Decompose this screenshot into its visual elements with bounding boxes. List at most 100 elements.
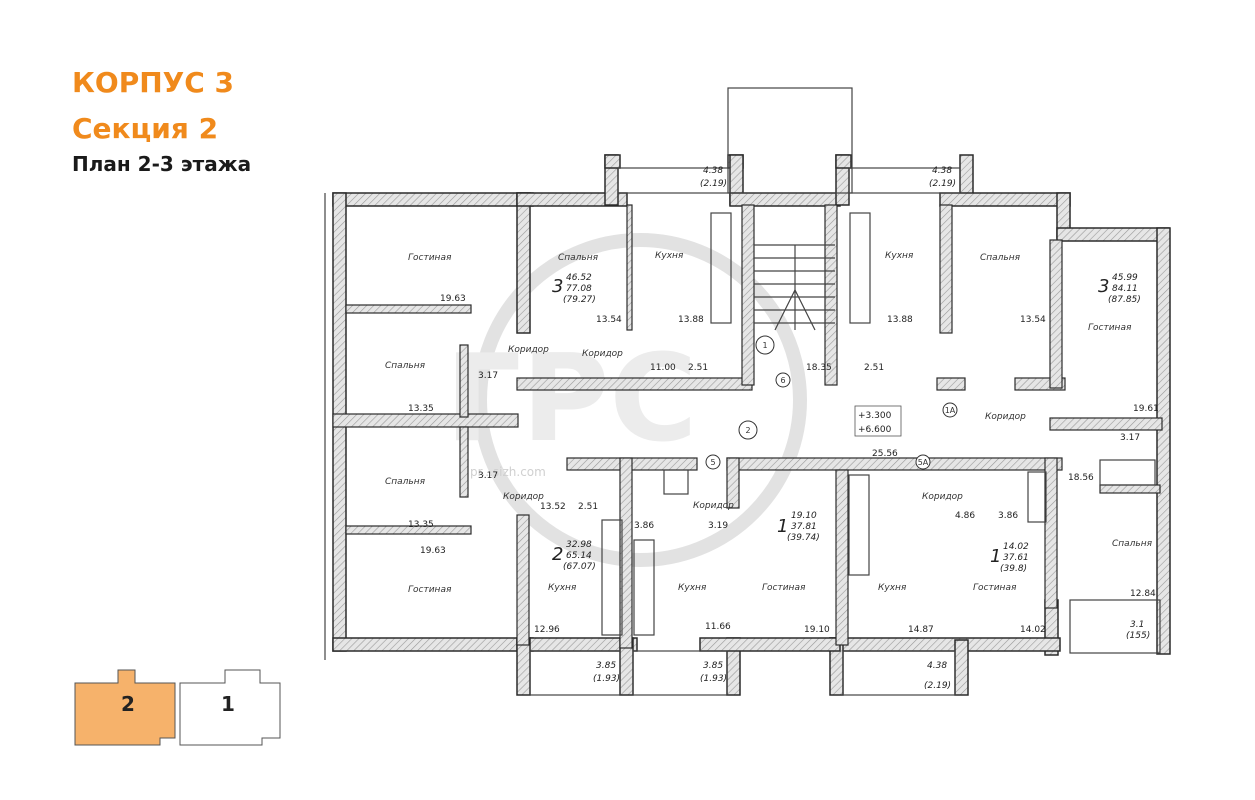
svg-text:4.38: 4.38 xyxy=(927,661,947,671)
svg-text:+3.300: +3.300 xyxy=(858,411,892,421)
apartment-3-left: 3 46.52 77.08 (79.27) xyxy=(552,273,596,305)
area-corridor-c: 13.52 xyxy=(540,502,566,512)
door-marker-6: 6 xyxy=(775,372,791,388)
svg-text:1: 1 xyxy=(990,546,1001,567)
section-1-button[interactable]: 1 xyxy=(179,669,281,746)
svg-text:+6.600: +6.600 xyxy=(858,425,892,435)
room-label-living: Гостиная xyxy=(408,585,452,595)
balcony-bottom-2: 3.85 (1.93) xyxy=(700,661,727,684)
room-label-kitchen: Кухня xyxy=(655,251,684,261)
svg-text:(67.07): (67.07) xyxy=(563,562,596,572)
svg-text:1: 1 xyxy=(777,516,788,537)
svg-text:4.38: 4.38 xyxy=(703,166,723,176)
area-living-tl: 19.63 xyxy=(440,294,466,304)
svg-text:(2.19): (2.19) xyxy=(929,179,956,189)
balcony-top-right: 4.38 (2.19) xyxy=(929,166,956,189)
stairwell xyxy=(754,244,835,331)
svg-text:65.14: 65.14 xyxy=(566,551,592,561)
room-label-kitchen: Кухня xyxy=(885,251,914,261)
svg-text:46.52: 46.52 xyxy=(566,273,592,283)
svg-text:14.02: 14.02 xyxy=(1003,542,1029,552)
room-label-kitchen: Кухня xyxy=(878,583,907,593)
room-label-corridor: Коридор xyxy=(693,501,734,511)
room-label-kitchen: Кухня xyxy=(548,583,577,593)
balcony-right: 3.1 (155) xyxy=(1126,620,1150,641)
balcony-outlines xyxy=(324,87,1161,696)
door-marker-1a: 1А xyxy=(942,402,958,418)
door-marker-5: 5 xyxy=(705,454,721,470)
area-bath-c: 2.51 xyxy=(578,502,598,512)
area-corridor-r: 18.56 xyxy=(1068,473,1094,483)
area-bath-l: 2.51 xyxy=(688,363,708,373)
apartment-2: 2 32.98 65.14 (67.07) xyxy=(552,540,596,572)
area-wc-r: 3.17 xyxy=(1120,433,1140,443)
section-title: Секция 2 xyxy=(72,112,219,145)
area-living-bl: 19.63 xyxy=(420,546,446,556)
area-kitchen-bl: 12.96 xyxy=(534,625,560,635)
room-label-living: Гостиная xyxy=(408,253,452,263)
apartment-1-right: 1 14.02 37.61 (39.8) xyxy=(990,542,1029,574)
svg-text:(39.74): (39.74) xyxy=(787,533,820,543)
svg-text:1: 1 xyxy=(762,341,767,350)
area-bedroom-r: 12.84 xyxy=(1130,589,1156,599)
svg-text:1: 1 xyxy=(221,692,235,716)
svg-text:(87.85): (87.85) xyxy=(1108,295,1141,305)
section-2-button[interactable]: 2 xyxy=(74,669,176,746)
balcony-top-left: 4.38 (2.19) xyxy=(700,166,727,189)
room-label-bedroom: Спальня xyxy=(558,253,599,263)
area-bedroom-tl: 13.54 xyxy=(596,315,622,325)
svg-text:77.08: 77.08 xyxy=(566,284,592,294)
area-wc-l2: 3.17 xyxy=(478,471,498,481)
hall-marker: 2 xyxy=(738,420,758,440)
svg-text:(1.93): (1.93) xyxy=(593,674,620,684)
door-marker-5a: 5А xyxy=(915,454,931,470)
svg-text:2: 2 xyxy=(745,426,750,435)
room-label-living: Гостиная xyxy=(973,583,1017,593)
svg-text:37.81: 37.81 xyxy=(791,522,817,532)
room-label-living: Гостиная xyxy=(1088,323,1132,333)
room-label-bedroom: Спальня xyxy=(1112,539,1153,549)
svg-text:3: 3 xyxy=(1098,276,1109,297)
balcony-bottom-3: 4.38 (2.19) xyxy=(924,661,951,691)
apartment-1-mid: 1 19.10 37.81 (39.74) xyxy=(777,511,820,543)
area-living-r: 19.61 xyxy=(1133,404,1159,414)
svg-text:37.61: 37.61 xyxy=(1003,553,1029,563)
svg-text:(1.93): (1.93) xyxy=(700,674,727,684)
area-bath-tr: 2.51 xyxy=(864,363,884,373)
svg-text:84.11: 84.11 xyxy=(1112,284,1138,294)
area-bedroom-l1: 13.35 xyxy=(408,404,434,414)
svg-text:3: 3 xyxy=(552,276,563,297)
svg-text:(2.19): (2.19) xyxy=(700,179,727,189)
room-label-corridor: Коридор xyxy=(985,412,1026,422)
area-bedroom-l2: 13.35 xyxy=(408,520,434,530)
area-stair: 18.35 xyxy=(806,363,832,373)
svg-text:pr...sizh.com: pr...sizh.com xyxy=(470,465,546,479)
svg-text:4.38: 4.38 xyxy=(932,166,952,176)
svg-text:(155): (155) xyxy=(1126,631,1150,641)
svg-text:(39.8): (39.8) xyxy=(1000,564,1027,574)
svg-text:(2.19): (2.19) xyxy=(924,681,951,691)
svg-text:32.98: 32.98 xyxy=(566,540,592,550)
area-bath-br1: 4.86 xyxy=(955,511,975,521)
svg-text:5А: 5А xyxy=(918,458,929,467)
area-wc-l1: 3.17 xyxy=(478,371,498,381)
floor-plan-title: План 2-3 этажа xyxy=(72,152,252,176)
interior-walls xyxy=(332,204,1163,649)
area-kitchen-tr: 13.88 xyxy=(887,315,913,325)
apartment-3-right: 3 45.99 84.11 (87.85) xyxy=(1098,273,1141,305)
svg-text:2: 2 xyxy=(552,544,563,565)
room-label-corridor: Коридор xyxy=(503,492,544,502)
svg-text:19.10: 19.10 xyxy=(791,511,817,521)
area-kitchen-tl: 13.88 xyxy=(678,315,704,325)
room-label-corridor: Коридор xyxy=(582,349,623,359)
room-label-living: Гостиная xyxy=(762,583,806,593)
svg-text:3.85: 3.85 xyxy=(596,661,616,671)
watermark-logo: ГРС pr...sizh.com xyxy=(445,233,807,567)
area-kitchen-bc: 11.66 xyxy=(705,622,731,632)
area-living-bc: 19.10 xyxy=(804,625,830,635)
svg-text:5: 5 xyxy=(710,458,715,467)
svg-text:(79.27): (79.27) xyxy=(563,295,596,305)
section-selector[interactable]: 2 1 xyxy=(74,669,281,746)
room-label-bedroom: Спальня xyxy=(980,253,1021,263)
